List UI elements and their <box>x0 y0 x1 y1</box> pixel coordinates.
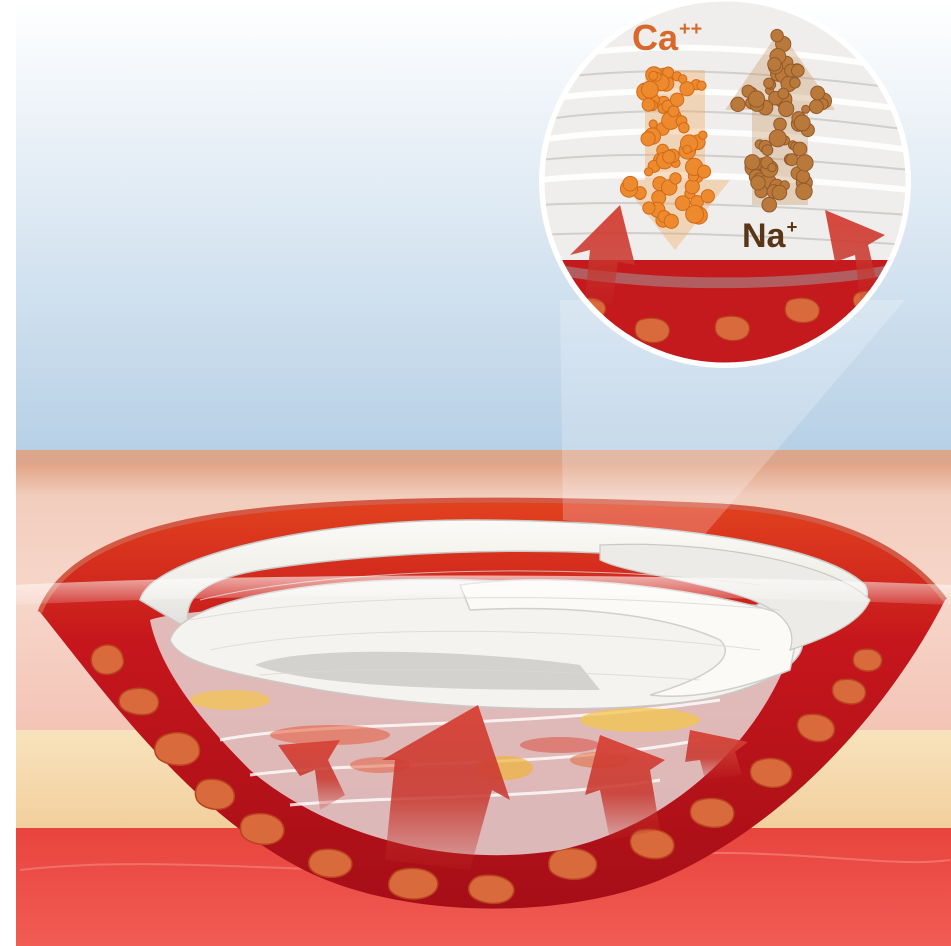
calcium-ion-dot <box>641 132 655 146</box>
sodium-ion-dot <box>772 185 787 200</box>
skin-surface <box>16 450 951 464</box>
calcium-ion-dot <box>685 180 699 194</box>
sodium-ion-dot <box>764 78 774 88</box>
sodium-ion-dot <box>810 100 824 114</box>
calcium-ion-dot <box>699 131 707 139</box>
calcium-ion-dot <box>679 123 689 133</box>
calcium-symbol: Ca <box>632 17 678 58</box>
sodium-ion-dot <box>786 154 798 166</box>
calcium-ion-dot <box>679 75 687 83</box>
calcium-ion-dot <box>680 82 694 96</box>
sodium-ion-dot <box>793 142 807 156</box>
calcium-ion-dot <box>642 98 655 111</box>
calcium-ion-dot <box>663 151 676 164</box>
sodium-ion-dot <box>748 91 764 107</box>
calcium-ion-dot <box>698 165 711 178</box>
calcium-ion-dot <box>675 196 690 211</box>
sodium-symbol: Na <box>742 217 785 255</box>
sodium-ion-dot <box>802 105 810 113</box>
calcium-ion-dot <box>670 173 681 184</box>
calcium-ion-dot <box>670 93 683 106</box>
calcium-ion-dot <box>683 145 691 153</box>
sodium-ion-dot <box>790 78 801 89</box>
calcium-ion-dot <box>649 71 658 80</box>
sodium-ion-dot <box>811 86 825 100</box>
calcium-ion-dot <box>649 120 657 128</box>
sodium-ion-dot <box>769 130 786 147</box>
sodium-ion-label: Na+ <box>742 218 797 253</box>
sodium-ion-dot <box>745 155 760 170</box>
sodium-ion-dot <box>768 163 776 171</box>
sodium-ion-dot <box>796 183 812 199</box>
sodium-ion-dot <box>778 88 789 99</box>
sodium-ion-dot <box>774 118 787 131</box>
calcium-ion-dot <box>664 214 678 228</box>
sodium-ion-dot <box>762 145 773 156</box>
sodium-ion-dot <box>794 115 810 131</box>
sodium-ion-dot <box>797 170 810 183</box>
sodium-ion-dot <box>762 197 777 212</box>
calcium-ion-dot <box>668 106 679 117</box>
sodium-ion-dot <box>792 64 805 77</box>
sodium-ion-dot <box>768 58 781 71</box>
calcium-charge: ++ <box>679 18 702 40</box>
calcium-ion-dot <box>697 81 706 90</box>
calcium-ion-dot <box>623 176 638 191</box>
calcium-ion-dot <box>643 202 655 214</box>
calcium-ion-dot <box>645 168 653 176</box>
calcium-ion-label: Ca++ <box>632 20 702 56</box>
sodium-charge: + <box>786 216 797 237</box>
sodium-ion-dot <box>797 155 813 171</box>
calcium-ion-dot <box>641 81 658 98</box>
sodium-ion-dot <box>771 29 783 41</box>
sodium-ion-dot <box>779 101 794 116</box>
sodium-ion-dot <box>751 176 765 190</box>
sodium-ion-dot <box>731 97 745 111</box>
calcium-ion-dot <box>701 190 714 203</box>
